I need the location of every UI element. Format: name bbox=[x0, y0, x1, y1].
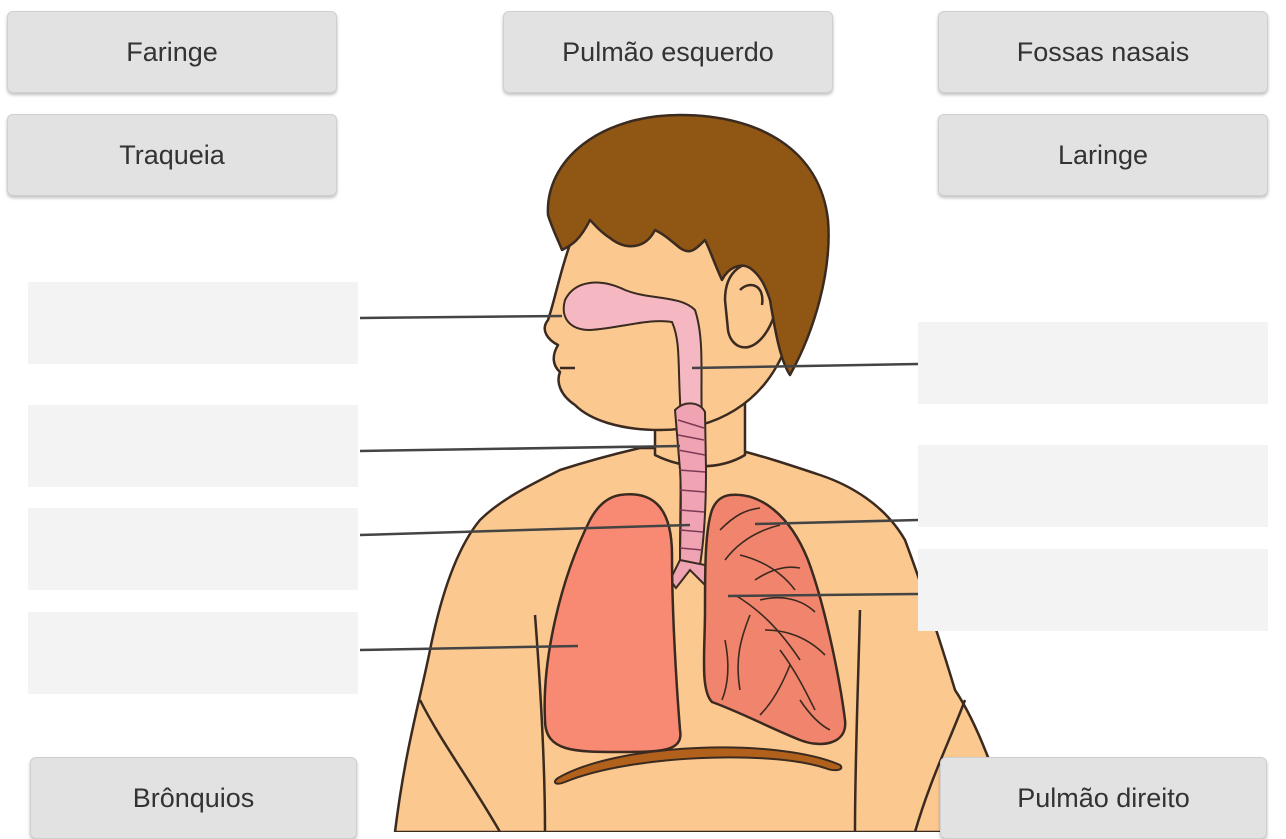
drop-zone-4[interactable] bbox=[28, 612, 358, 694]
label-bronquios[interactable]: Brônquios bbox=[30, 757, 357, 839]
drop-zone-5[interactable] bbox=[918, 322, 1268, 404]
drop-zone-3[interactable] bbox=[28, 508, 358, 590]
drop-zone-7[interactable] bbox=[918, 549, 1268, 631]
label-laringe[interactable]: Laringe bbox=[938, 114, 1268, 196]
label-pulmao-esquerdo[interactable]: Pulmão esquerdo bbox=[503, 11, 833, 93]
leader-line-nasal bbox=[360, 316, 562, 318]
label-faringe[interactable]: Faringe bbox=[7, 11, 337, 93]
drop-zone-1[interactable] bbox=[28, 282, 358, 364]
drop-zone-6[interactable] bbox=[918, 445, 1268, 527]
label-pulmao-direito[interactable]: Pulmão direito bbox=[940, 757, 1267, 839]
label-fossas-nasais[interactable]: Fossas nasais bbox=[938, 11, 1268, 93]
drop-zone-2[interactable] bbox=[28, 405, 358, 487]
label-traqueia[interactable]: Traqueia bbox=[7, 114, 337, 196]
